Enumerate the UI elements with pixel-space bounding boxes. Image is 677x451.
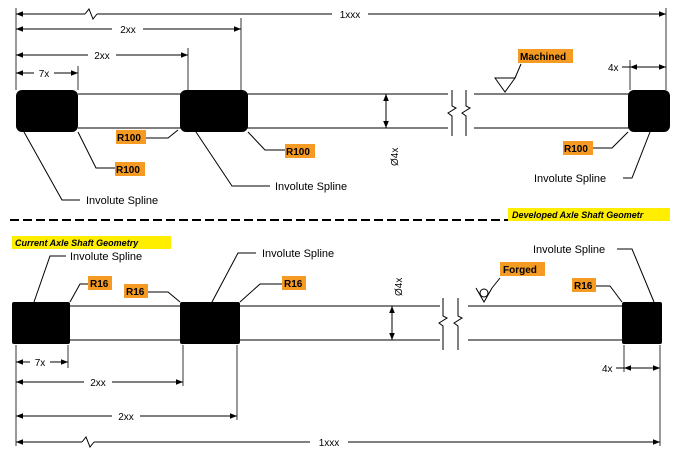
banner-label: Current Axle Shaft Geometry (15, 238, 139, 248)
dim-spline2-start-top: 2xx (16, 51, 188, 62)
fillet-tag: R100 (563, 131, 629, 155)
spline-callout: Involute Spline (534, 131, 651, 185)
spline-label: Involute Spline (533, 244, 605, 256)
involute-spline-block (16, 90, 78, 132)
fillet-tag: R16 (69, 276, 112, 303)
spline-label: Involute Spline (275, 181, 347, 193)
dim-2xx-label: 2xx (120, 25, 136, 36)
dim-overall-top: 1xxx (16, 8, 666, 21)
dim-2xx-label: 2xx (94, 51, 110, 62)
dim-4x-label: 4x (608, 63, 619, 74)
dim-overall-label: 1xxx (340, 10, 361, 21)
developed-banner: Developed Axle Shaft Geometr (508, 208, 670, 221)
developed-shaft-view: 1xxx 2xx 2xx 7x 4x (15, 8, 670, 207)
involute-spline-block (180, 90, 248, 132)
machined-surface-symbol: Machined (494, 49, 573, 93)
diameter-label: Ø4x (394, 278, 405, 296)
fillet-tag: R100 (116, 129, 179, 144)
spline-callout: Involute Spline (533, 244, 655, 303)
involute-spline-block (12, 302, 70, 344)
dim-7x-label: 7x (39, 69, 50, 80)
dim-spline1-bottom: 7x (16, 358, 68, 369)
dim-spline2-end-bottom: 2xx (16, 412, 237, 423)
dim-2xx-label: 2xx (118, 412, 134, 423)
machined-label: Machined (520, 52, 566, 63)
fillet-label: R16 (574, 281, 593, 292)
fillet-label: R100 (116, 165, 140, 176)
spline-callout: Involute Spline (23, 131, 158, 207)
dim-2xx-label: 2xx (90, 378, 106, 389)
current-banner: Current Axle Shaft Geometry (12, 236, 171, 249)
fillet-tag: R100 (247, 131, 315, 158)
fillet-tag: R100 (77, 131, 145, 176)
dim-overall-bottom: 1xxx (16, 436, 660, 449)
dim-end-bottom: 4x (602, 364, 660, 375)
diameter-dim-top: Ø4x (383, 94, 401, 166)
banner-label: Developed Axle Shaft Geometr (512, 210, 644, 220)
fillet-label: R16 (284, 279, 303, 290)
fillet-label: R100 (564, 144, 588, 155)
spline-label: Involute Spline (534, 173, 606, 185)
dim-spline2-start-bottom: 2xx (16, 378, 183, 389)
fillet-label: R16 (126, 287, 145, 298)
spline-callout: Involute Spline (211, 248, 334, 303)
involute-spline-block (628, 90, 670, 132)
dim-overall-label: 1xxx (319, 438, 340, 449)
spline-label: Involute Spline (262, 248, 334, 260)
spline-callout: Involute Spline (33, 251, 142, 303)
involute-spline-block (622, 302, 662, 344)
spline-label: Involute Spline (70, 251, 142, 263)
spline-callout: Involute Spline (195, 131, 347, 193)
fillet-tag: R16 (124, 284, 181, 303)
fillet-label: R16 (90, 279, 109, 290)
involute-spline-block (180, 302, 240, 344)
fillet-label: R100 (286, 147, 310, 158)
diameter-dim-bottom: Ø4x (389, 278, 405, 340)
spline-label: Involute Spline (86, 195, 158, 207)
forged-surface-symbol: Forged (475, 262, 545, 304)
diameter-label: Ø4x (390, 148, 401, 166)
forged-label: Forged (503, 265, 537, 276)
dim-4x-label: 4x (602, 364, 613, 375)
current-shaft-view: Ø4x Forged R16 R16 R16 R16 (12, 244, 662, 449)
fillet-tag: R16 (239, 276, 306, 303)
dim-7x-label: 7x (35, 358, 46, 369)
fillet-label: R100 (117, 133, 141, 144)
dim-spline1-top: 7x (16, 69, 78, 80)
fillet-tag: R16 (572, 278, 623, 303)
dim-spline2-end-top: 2xx (16, 25, 241, 36)
dim-end-top: 4x (608, 63, 666, 74)
